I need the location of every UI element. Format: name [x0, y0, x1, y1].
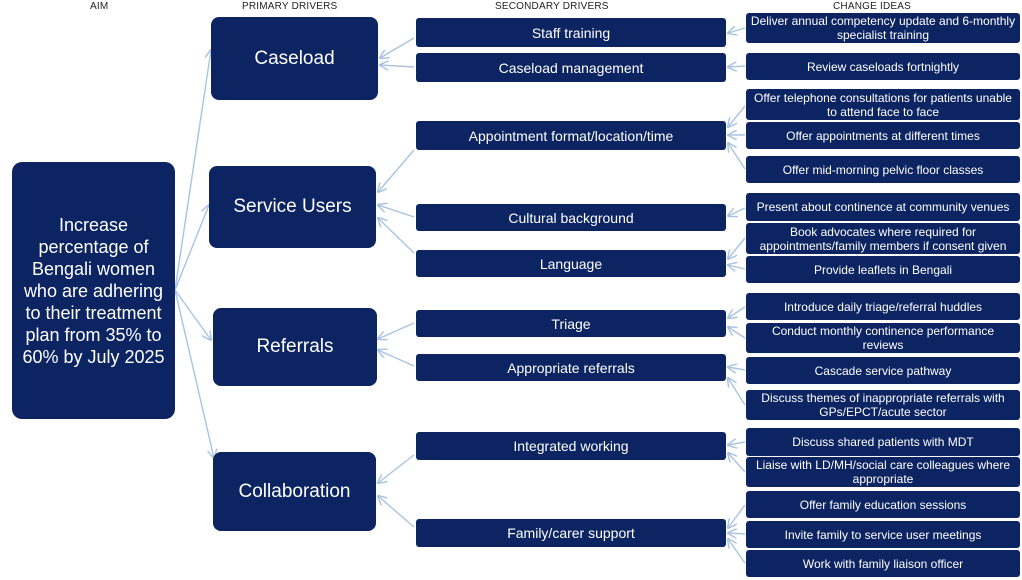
change-idea-pelvic-floor-classes: Offer mid-morning pelvic floor classes	[746, 156, 1020, 183]
change-idea-triage-huddles: Introduce daily triage/referral huddles	[746, 293, 1020, 320]
change-idea-inappropriate-referrals: Discuss themes of inappropriate referral…	[746, 390, 1020, 420]
change-idea-different-times: Offer appointments at different times	[746, 122, 1020, 149]
secondary-driver-caseload-management: Caseload management	[416, 53, 726, 82]
connector-language	[378, 218, 415, 254]
primary-driver-service-users: Service Users	[209, 166, 376, 248]
secondary-driver-cultural-background: Cultural background	[416, 204, 726, 231]
secondary-driver-appropriate-referrals: Appropriate referrals	[416, 354, 726, 381]
connector-appropriate-referrals	[378, 350, 415, 367]
secondary-driver-language: Language	[416, 250, 726, 277]
change-idea-liaise-colleagues: Liaise with LD/MH/social care colleagues…	[746, 457, 1020, 487]
connector-appointment-format	[378, 149, 415, 192]
header-primary-drivers: PRIMARY DRIVERS	[242, 1, 338, 12]
connector-integrated-working	[378, 454, 415, 483]
connector-aim-service-users	[174, 205, 209, 291]
change-idea-invite-family: Invite family to service user meetings	[746, 521, 1020, 548]
primary-driver-caseload: Caseload	[211, 17, 378, 100]
primary-driver-collaboration: Collaboration	[213, 452, 376, 531]
connector-aim-referrals	[174, 289, 211, 340]
connector-aim-collaboration	[174, 289, 214, 458]
connector-cultural-background	[378, 205, 415, 218]
change-idea-review-caseloads: Review caseloads fortnightly	[746, 53, 1020, 80]
connector-aim-caseload	[174, 50, 211, 291]
change-idea-performance-reviews: Conduct monthly continence performance r…	[746, 323, 1020, 353]
connector-caseload-management	[380, 65, 415, 67]
aim-box: Increase percentage of Bengali women who…	[12, 162, 175, 419]
header-change-ideas: CHANGE IDEAS	[833, 1, 911, 12]
secondary-driver-family-carer-support: Family/carer support	[416, 519, 726, 547]
change-idea-cascade-pathway: Cascade service pathway	[746, 357, 1020, 384]
change-idea-shared-patients-mdt: Discuss shared patients with MDT	[746, 428, 1020, 456]
change-idea-family-education: Offer family education sessions	[746, 491, 1020, 518]
header-aim: AIM	[90, 1, 109, 12]
change-idea-leaflets-bengali: Provide leaflets in Bengali	[746, 256, 1020, 283]
connector-triage	[378, 322, 415, 339]
connector-staff-training	[380, 37, 415, 58]
connector-family-carer	[378, 496, 415, 528]
secondary-driver-triage: Triage	[416, 310, 726, 337]
secondary-driver-staff-training: Staff training	[416, 18, 726, 47]
primary-driver-referrals: Referrals	[213, 308, 377, 386]
header-secondary-drivers: SECONDARY DRIVERS	[495, 1, 609, 12]
change-idea-telephone-consultations: Offer telephone consultations for patien…	[746, 89, 1020, 120]
secondary-driver-integrated-working: Integrated working	[416, 432, 726, 460]
change-idea-family-liaison-officer: Work with family liaison officer	[746, 550, 1020, 577]
secondary-driver-appointment-format: Appointment format/location/time	[416, 121, 726, 150]
change-idea-book-advocates: Book advocates where required for appoin…	[746, 223, 1020, 254]
change-idea-competency-training: Deliver annual competency update and 6-m…	[746, 13, 1020, 43]
change-idea-community-venues: Present about continence at community ve…	[746, 193, 1020, 221]
